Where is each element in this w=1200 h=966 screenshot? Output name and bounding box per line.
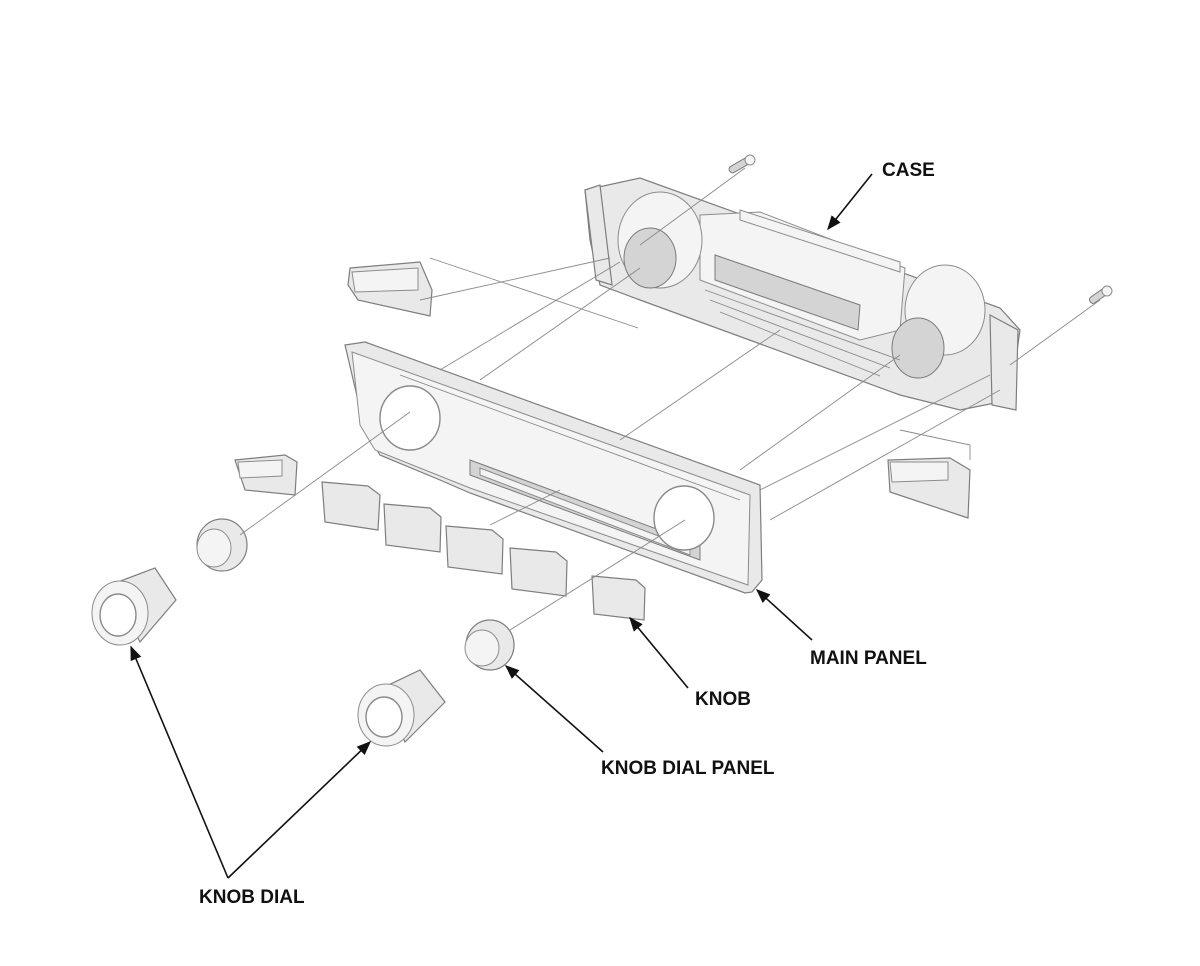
knob-dial-center xyxy=(357,669,446,747)
knob-dial-label: KNOB DIAL xyxy=(199,887,305,908)
knob-dial-panel-left xyxy=(196,518,248,572)
knob-dial-panel-leader xyxy=(504,665,604,753)
knob-dial-panel-label: KNOB DIAL PANEL xyxy=(601,758,775,779)
knob-dial-left xyxy=(91,567,177,646)
knob-right xyxy=(887,457,971,519)
knob-left-upper xyxy=(347,261,433,317)
knob-dial-panel-center xyxy=(464,619,515,671)
knob-leader xyxy=(629,616,689,689)
knob-left-lower xyxy=(234,454,298,496)
knob-dial-leader-right xyxy=(227,741,372,879)
knob-label: KNOB xyxy=(695,689,751,710)
main-panel-label: MAIN PANEL xyxy=(810,648,927,669)
case-housing xyxy=(584,177,1021,411)
case-leader xyxy=(827,173,873,231)
main-panel-part xyxy=(344,341,763,594)
knob-dial-leader-left xyxy=(130,645,229,879)
case-label: CASE xyxy=(882,160,935,181)
screw-right xyxy=(1088,285,1113,304)
knob-row xyxy=(321,481,646,621)
assembly-guide-lines xyxy=(239,167,1101,631)
main-panel-leader xyxy=(755,589,813,641)
screw-top xyxy=(728,154,756,174)
